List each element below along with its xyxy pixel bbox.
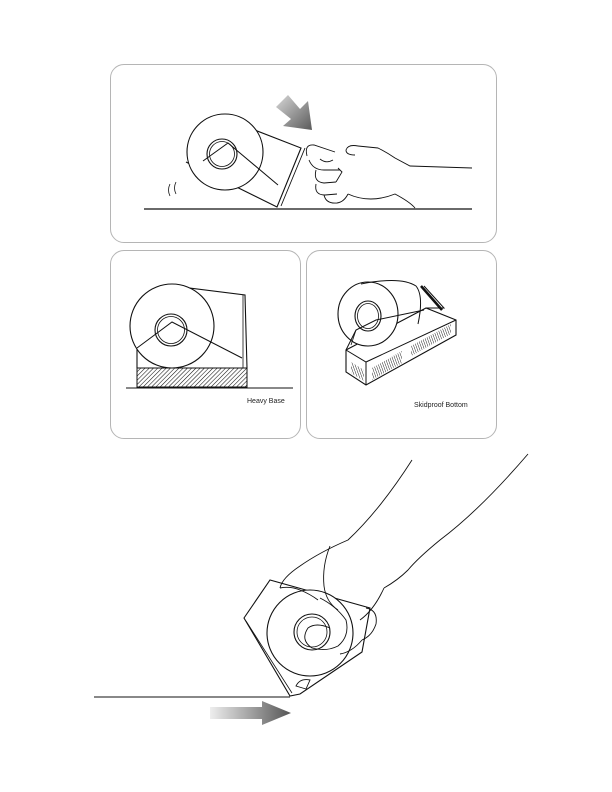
hand-push bbox=[306, 145, 472, 208]
slide-illustration bbox=[0, 440, 612, 792]
tape-roll-outer bbox=[187, 114, 263, 190]
caption-heavy-base: Heavy Base bbox=[247, 398, 285, 405]
tape-roll-outer bbox=[130, 284, 214, 368]
push-illustration bbox=[110, 64, 495, 241]
heavy-base-weight bbox=[137, 368, 247, 387]
caption-skidproof-bottom: Skidproof Bottom bbox=[414, 402, 468, 409]
arrow-right-icon bbox=[210, 701, 291, 725]
arrow-down-right-icon bbox=[276, 95, 312, 130]
tape-roll-outer bbox=[338, 282, 398, 346]
tape-roll-outer bbox=[267, 590, 353, 676]
heavy-base-illustration bbox=[110, 250, 299, 437]
